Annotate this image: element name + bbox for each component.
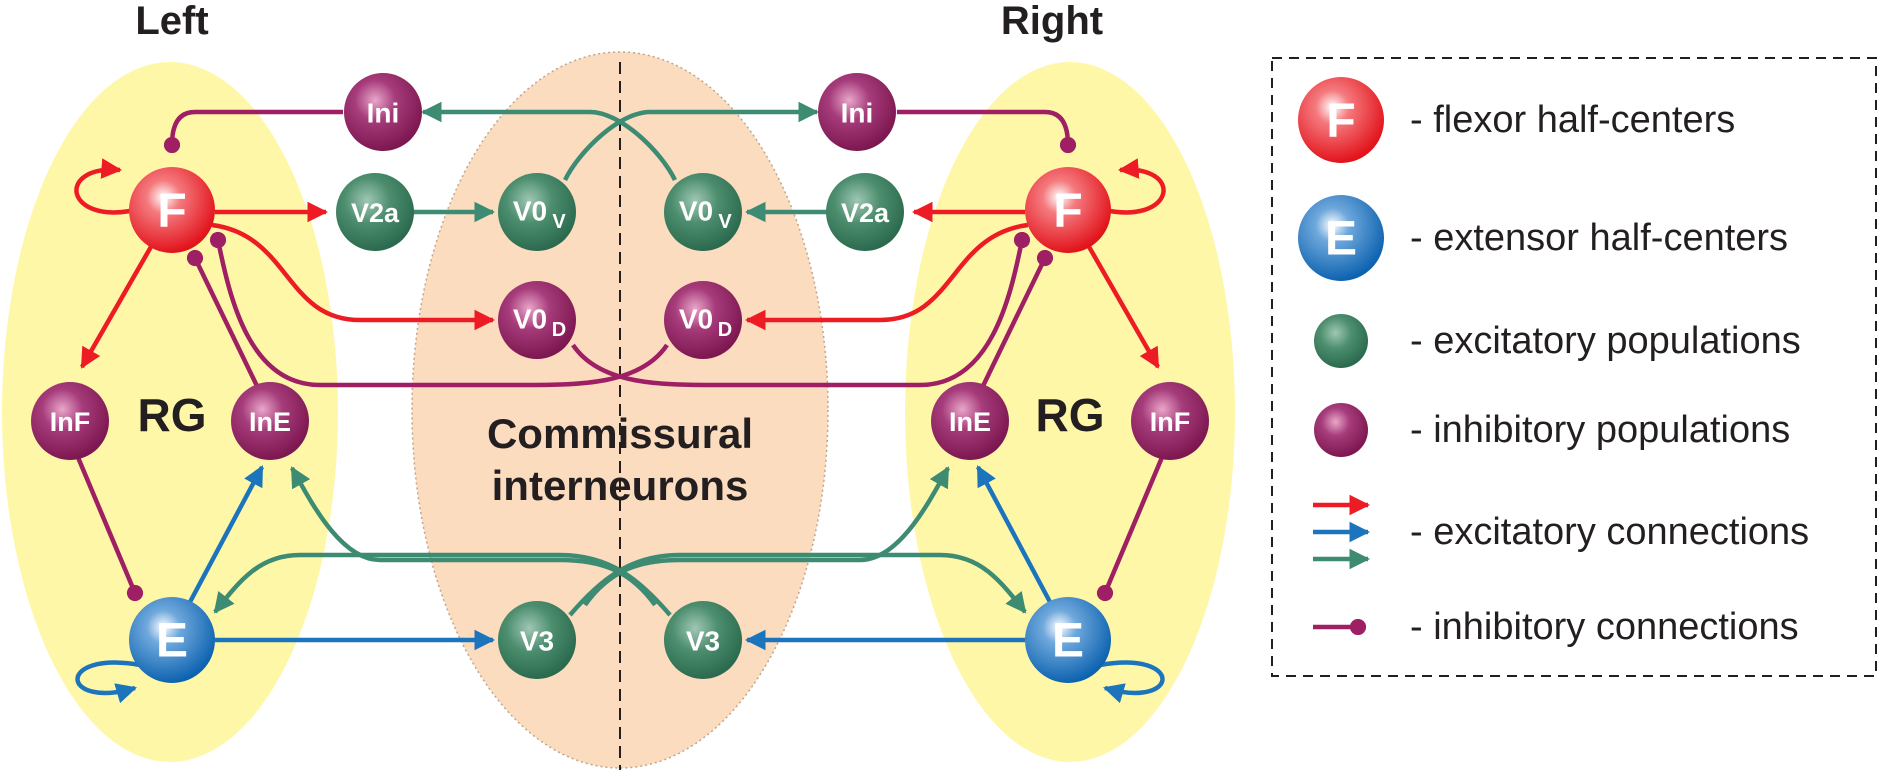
conn-e-to-ine-right [976, 465, 1052, 604]
node-v0v-right: V0 V [664, 173, 742, 251]
node-ini-left-label: Ini [367, 98, 400, 129]
conn-f-to-v0d-left [211, 222, 496, 331]
conn-v0d-right-to-f-left [209, 231, 669, 388]
nodes-right: F E InF InE Ini V2a V0 V V0 [664, 73, 1209, 683]
conn-v3-right-to-e-left [213, 552, 672, 617]
node-ine-right-label: InE [949, 407, 991, 437]
node-v0d-left-label: V0 [513, 304, 547, 335]
node-ini-right: Ini [818, 73, 896, 151]
connections-left [74, 101, 678, 704]
conn-ine-to-f-right [980, 249, 1054, 387]
legend-item-flexor: F - flexor half-centers [1298, 77, 1735, 163]
node-inf-left: InF [31, 382, 109, 460]
legend-item-excitatory-conn: - excitatory connections [1313, 494, 1809, 570]
node-ine-right: InE [931, 382, 1009, 460]
conn-e-to-ine-left [188, 465, 264, 604]
rg-label-left: RG [138, 389, 207, 441]
legend-flexor-symbol: F [1326, 95, 1355, 148]
conn-v0v-left-to-ini-right [562, 101, 820, 182]
conn-ini-to-f-right [897, 109, 1077, 154]
conn-e-self-right [1099, 660, 1165, 704]
node-ini-left: Ini [344, 73, 422, 151]
connections-right [562, 101, 1166, 704]
node-v2a-right: V2a [826, 173, 904, 251]
conn-ine-to-f-left [186, 249, 260, 387]
legend-flexor-icon [1298, 77, 1384, 163]
nodes-left: F E InF InE Ini V2a V0 V V0 [31, 73, 576, 683]
node-v3-left-label: V3 [520, 626, 554, 657]
conn-ini-to-f-left [163, 109, 343, 154]
conn-f-to-inf-right [1086, 243, 1160, 369]
node-v0d-right-subscript: D [718, 319, 732, 341]
conn-v0d-left-to-f-right [571, 231, 1031, 388]
conn-v3-right-to-ine-left [290, 466, 657, 607]
legend-inhibitory-conn-label: - inhibitory connections [1410, 606, 1799, 648]
legend-item-excitatory-pop: - excitatory populations [1314, 314, 1801, 368]
node-ine-left-label: InE [249, 407, 291, 437]
left-title: Left [135, 0, 208, 43]
legend-excitatory-conn-label: - excitatory connections [1410, 511, 1809, 553]
legend-box [1271, 57, 1877, 677]
node-inf-right: InF [1131, 382, 1209, 460]
node-v0d-right-label: V0 [679, 304, 713, 335]
node-v0d-left-subscript: D [552, 319, 566, 341]
legend-excitatory-pop-label: - excitatory populations [1410, 320, 1801, 362]
legend-inhibitory-pop-icon [1314, 403, 1368, 457]
node-v2a-left-label: V2a [351, 198, 400, 228]
conn-v0v-right-to-ini-left [420, 101, 678, 182]
conn-inf-to-e-left [74, 454, 144, 602]
node-f-left-label: F [157, 185, 186, 238]
node-ini-right-label: Ini [841, 98, 874, 129]
conn-f-to-v0d-right [744, 222, 1029, 331]
node-v0d-left: V0 D [498, 281, 576, 359]
node-v3-left: V3 [498, 601, 576, 679]
legend-extensor-label: - extensor half-centers [1410, 217, 1788, 259]
node-v0d-right: V0 D [664, 281, 742, 359]
node-e-left-label: E [156, 615, 188, 668]
node-v0v-left-label: V0 [513, 196, 547, 227]
node-ine-left: InE [231, 382, 309, 460]
legend-flexor-label: - flexor half-centers [1410, 99, 1735, 141]
node-v0v-left: V0 V [498, 173, 576, 251]
legend-extensor-icon [1298, 195, 1384, 281]
node-f-right-label: F [1053, 185, 1082, 238]
node-v3-right-label: V3 [686, 626, 720, 657]
legend-item-inhibitory-pop: - inhibitory populations [1314, 403, 1790, 457]
legend-inhibitory-pop-label: - inhibitory populations [1410, 409, 1790, 451]
node-e-right: E [1025, 597, 1111, 683]
conn-inf-to-e-right [1096, 454, 1166, 602]
conn-v3-left-to-e-right [568, 552, 1027, 617]
node-inf-right-label: InF [1150, 407, 1191, 437]
legend-item-inhibitory-conn: - inhibitory connections [1313, 606, 1799, 648]
node-e-left: E [129, 597, 215, 683]
conn-f-self-right [1104, 158, 1166, 215]
node-v2a-right-label: V2a [841, 198, 890, 228]
node-inf-left-label: InF [50, 407, 91, 437]
right-title: Right [1001, 0, 1103, 43]
left-rg-region [2, 62, 338, 762]
right-rg-region [905, 62, 1235, 762]
node-v3-right: V3 [664, 601, 742, 679]
conn-e-self-left [75, 660, 141, 704]
conn-f-self-left [74, 158, 136, 215]
node-v2a-left: V2a [336, 173, 414, 251]
legend-item-extensor: E - extensor half-centers [1298, 195, 1788, 281]
node-e-right-label: E [1052, 615, 1084, 668]
node-v0v-right-label: V0 [679, 196, 713, 227]
commissural-label-line1: Commissural [487, 410, 753, 457]
conn-v3-left-to-ine-right [583, 466, 950, 607]
legend: F - flexor half-centers E - extensor hal… [1271, 57, 1877, 677]
node-f-right: F [1025, 167, 1111, 253]
commissural-label-line2: interneurons [492, 462, 749, 509]
rg-label-right: RG [1036, 389, 1105, 441]
legend-extensor-symbol: E [1325, 213, 1357, 266]
node-f-left: F [129, 167, 215, 253]
node-v0v-left-subscript: V [552, 211, 566, 233]
node-v0v-right-subscript: V [718, 211, 732, 233]
legend-excitatory-pop-icon [1314, 314, 1368, 368]
conn-f-to-inf-left [80, 243, 154, 369]
